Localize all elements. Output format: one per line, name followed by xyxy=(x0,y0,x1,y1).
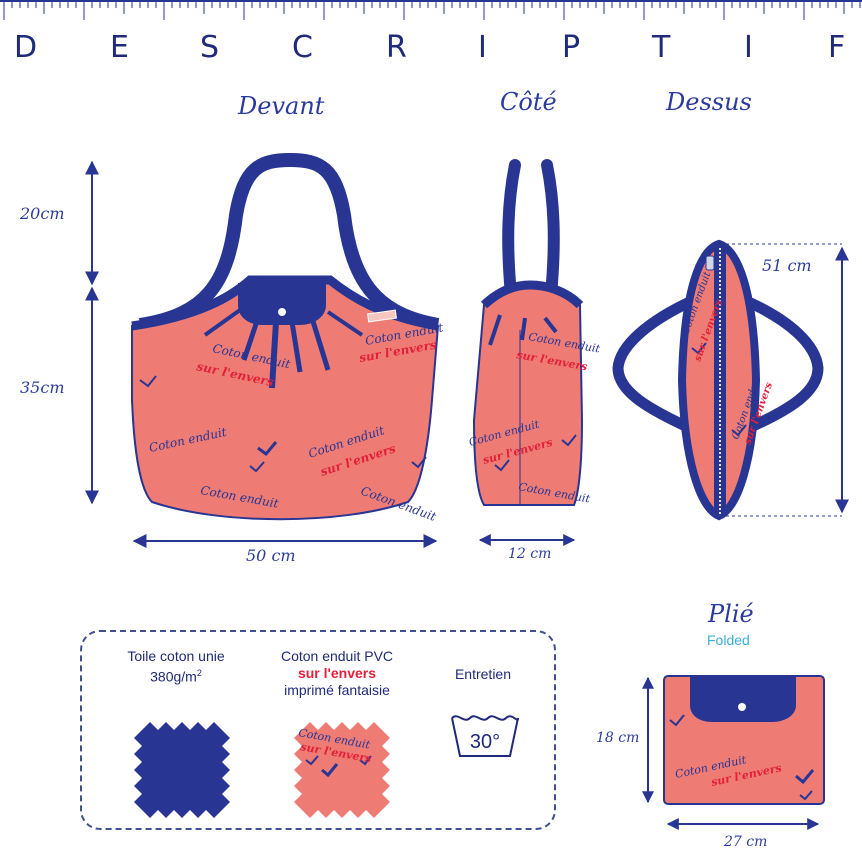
front-view-label: Devant xyxy=(238,92,325,120)
title-letter-d: D xyxy=(14,30,38,65)
wash-temperature: 30° xyxy=(470,731,500,753)
side-bag xyxy=(472,159,584,506)
body-height-label: 35cm xyxy=(20,378,65,397)
folded-english-label: Folded xyxy=(707,632,750,648)
printed-cotton-print: imprimé fantaisie xyxy=(284,682,390,698)
handle-height-label: 20cm xyxy=(20,204,65,223)
front-width-label: 50 cm xyxy=(246,546,296,565)
top-bag xyxy=(612,239,824,521)
folded-view-label: Plié xyxy=(708,600,754,628)
solid-cotton-name: Toile coton unie xyxy=(127,648,225,664)
solid-cotton-swatch xyxy=(134,722,230,818)
title-letter-i: I xyxy=(478,30,487,65)
printed-cotton-swatch xyxy=(294,722,390,818)
side-width-label: 12 cm xyxy=(508,546,552,562)
solid-cotton-info: Toile coton unie 380g/m2 xyxy=(106,648,246,686)
ruler xyxy=(0,0,862,20)
care-label: Entretien xyxy=(454,666,512,682)
wash-30-icon: 30° xyxy=(451,715,519,757)
title-letter-i-2: I xyxy=(744,30,753,65)
title-letter-s: S xyxy=(200,30,220,65)
title-letter-t: T xyxy=(652,30,671,65)
title-letter-p: P xyxy=(562,30,581,65)
title-letter-f: F xyxy=(828,30,846,65)
title-letter-e: E xyxy=(110,30,129,65)
folded-bag xyxy=(663,675,825,805)
title-letter-c: C xyxy=(292,30,313,65)
folded-width-label: 27 cm xyxy=(724,834,768,850)
top-view-label: Dessus xyxy=(666,88,752,116)
materials-info-box xyxy=(80,630,556,830)
folded-height-label: 18 cm xyxy=(596,730,640,746)
solid-cotton-weight: 380g/m2 xyxy=(150,668,202,685)
top-length-label: 51 cm xyxy=(762,256,812,275)
printed-cotton-name: Coton enduit PVC xyxy=(280,648,394,664)
printed-cotton-coating: sur l'envers xyxy=(297,665,377,681)
side-view-label: Côté xyxy=(500,88,557,116)
front-bag xyxy=(131,153,440,521)
printed-cotton-info: Coton enduit PVC sur l'envers imprimé fa… xyxy=(262,648,412,699)
title-letter-r: R xyxy=(386,30,407,65)
